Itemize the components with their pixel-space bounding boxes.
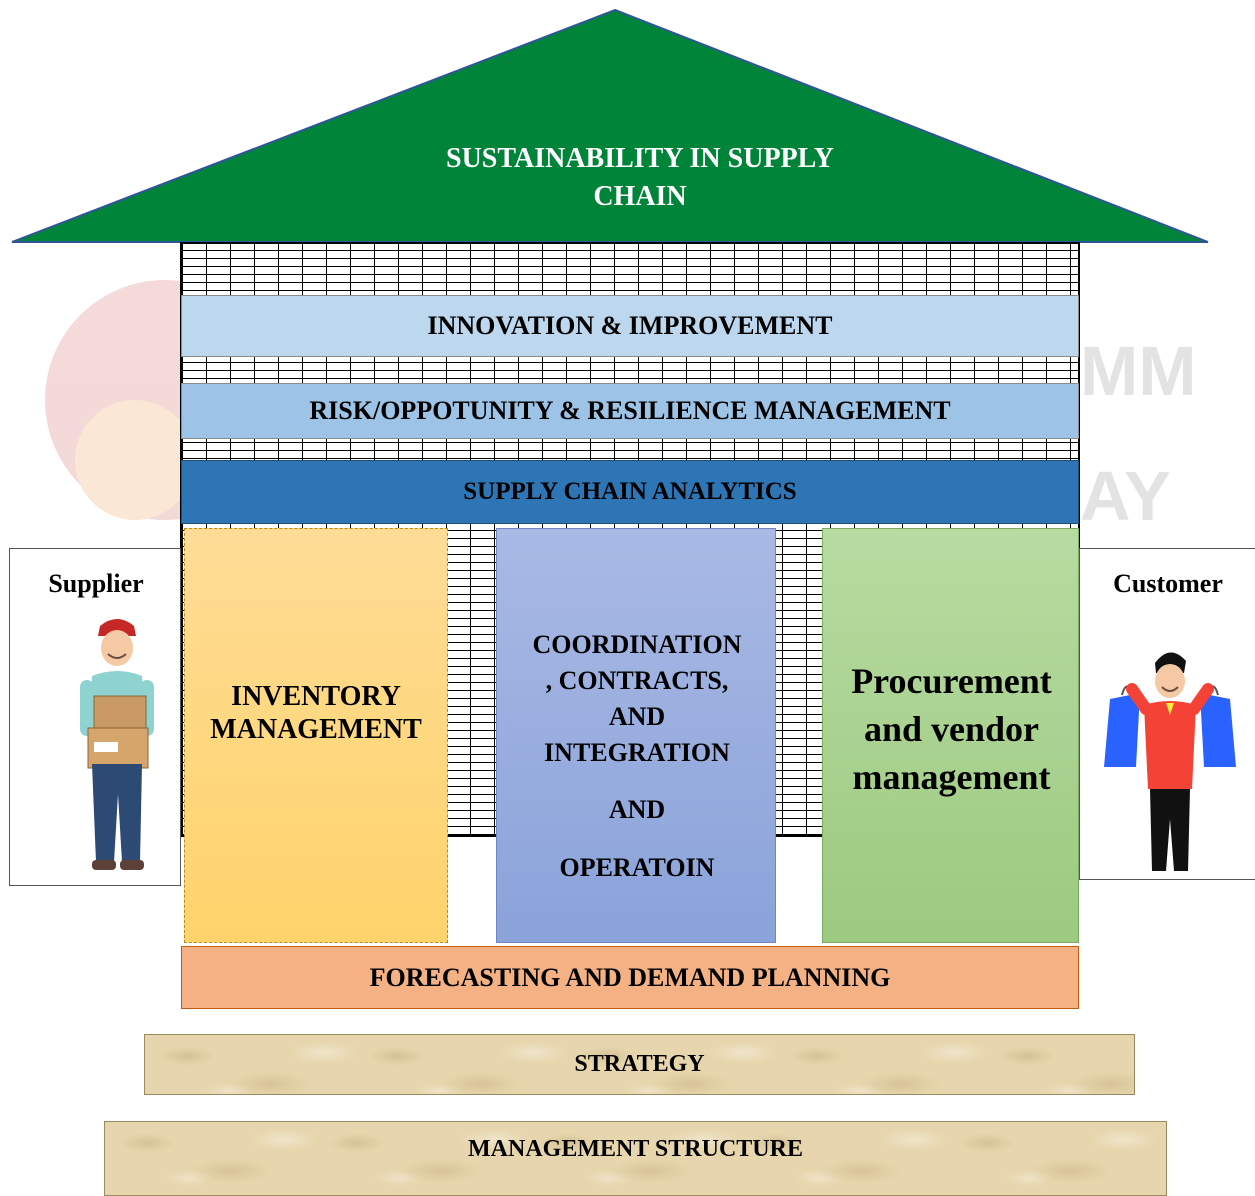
pillar-inventory: INVENTORY MANAGEMENT: [184, 528, 448, 943]
band-risk: RISK/OPPOTUNITY & RESILIENCE MANAGEMENT: [181, 383, 1079, 439]
band-forecasting: FORECASTING AND DEMAND PLANNING: [181, 946, 1079, 1009]
pillar-inventory-label: INVENTORY MANAGEMENT: [210, 681, 422, 745]
svg-text:AY: AY: [1080, 457, 1171, 535]
roof-title: SUSTAINABILITY IN SUPPLY CHAIN: [446, 143, 834, 212]
band-analytics: SUPPLY CHAIN ANALYTICS: [181, 460, 1079, 524]
pillar-coordination: COORDINATION , CONTRACTS, AND INTEGRATIO…: [496, 528, 776, 943]
pillar-coordination-and: AND: [608, 795, 666, 824]
customer-label: Customer: [1113, 569, 1223, 598]
supplier-label: Supplier: [48, 569, 144, 598]
pillar-coordination-label: COORDINATION , CONTRACTS, AND INTEGRATIO…: [532, 630, 742, 767]
pillar-coordination-operation: OPERATOIN: [559, 853, 715, 882]
svg-text:MM: MM: [1080, 332, 1197, 410]
band-innovation: INNOVATION & IMPROVEMENT: [181, 295, 1079, 357]
supplier-figure: [80, 619, 154, 870]
customer-figure: [1104, 652, 1236, 871]
foundation-strategy: STRATEGY: [144, 1034, 1135, 1095]
pillar-procurement: Procurement and vendor management: [822, 528, 1079, 943]
supplier-panel: Supplier: [9, 548, 181, 886]
customer-panel: Customer: [1079, 548, 1255, 880]
foundation-management: MANAGEMENT STRUCTURE: [104, 1121, 1167, 1196]
pillar-procurement-label: Procurement and vendor management: [851, 661, 1052, 797]
